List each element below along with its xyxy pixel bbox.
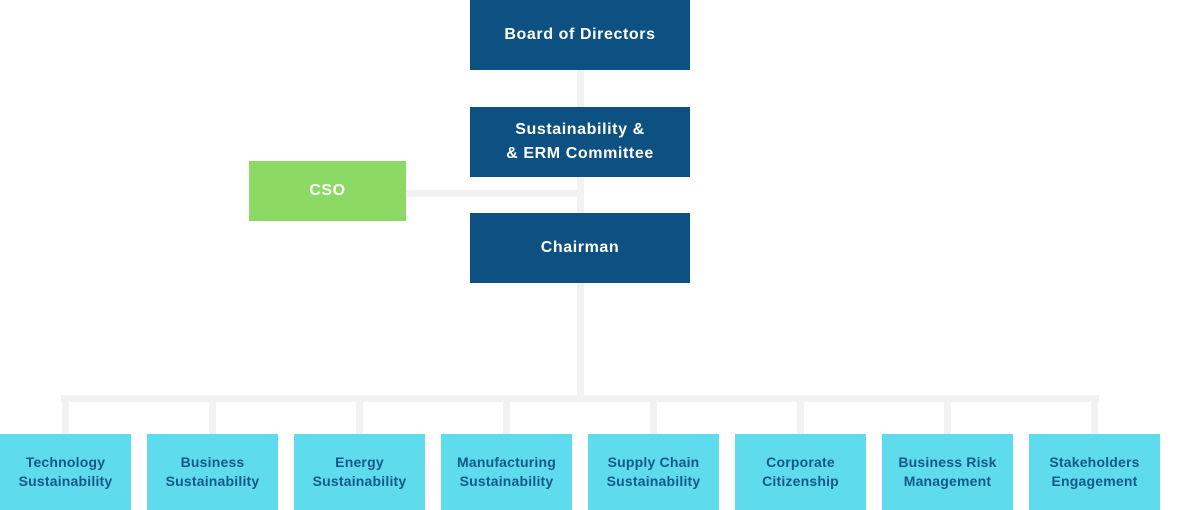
- connector-chairman-down: [577, 283, 584, 402]
- connector-department-stub: [650, 395, 657, 434]
- department-label-line1: Manufacturing: [456, 454, 557, 470]
- node-label: CSO: [309, 182, 346, 199]
- department-label-line1: Business Risk: [898, 454, 997, 470]
- department-label-line1: Energy: [335, 454, 384, 470]
- node-label: Board of Directors: [504, 26, 656, 43]
- node-chairman: Chairman: [470, 213, 690, 283]
- department-label-line2: Sustainability: [606, 473, 701, 489]
- connector-department-stub: [797, 395, 804, 434]
- connector-department-stub: [1091, 395, 1098, 434]
- connector-department-stub: [944, 395, 951, 434]
- department-label-line2: Engagement: [1051, 473, 1138, 489]
- connector-department-stub: [62, 395, 69, 434]
- connector-department-stub: [356, 395, 363, 434]
- department-label-line1: Stakeholders: [1049, 454, 1140, 470]
- department-label-line2: Citizenship: [762, 473, 839, 489]
- department-label-line1: Business: [180, 454, 245, 470]
- connector-cso-horizontal: [406, 190, 581, 197]
- department-label-line2: Sustainability: [165, 473, 260, 489]
- connector-departments-horizontal: [61, 395, 1099, 402]
- connector-board-to-committee: [577, 70, 584, 107]
- node-label-line1: Sustainability &: [515, 121, 645, 138]
- department-label-line2: Sustainability: [312, 473, 407, 489]
- node-sustainability-erm-committee: Sustainability & & ERM Committee: [470, 107, 690, 177]
- connector-department-stub: [209, 395, 216, 434]
- node-label-line2: & ERM Committee: [506, 145, 654, 162]
- department-label-line1: Supply Chain: [607, 454, 700, 470]
- connector-department-stub: [503, 395, 510, 434]
- department-label-line2: Sustainability: [459, 473, 554, 489]
- department-label-line1: Corporate: [766, 454, 835, 470]
- department-label-line2: Management: [903, 473, 992, 489]
- node-board-of-directors: Board of Directors: [470, 0, 690, 70]
- node-cso: CSO: [249, 161, 406, 221]
- node-label: Chairman: [540, 239, 620, 256]
- department-label-line1: Technology: [25, 454, 106, 470]
- department-label-line2: Sustainability: [18, 473, 113, 489]
